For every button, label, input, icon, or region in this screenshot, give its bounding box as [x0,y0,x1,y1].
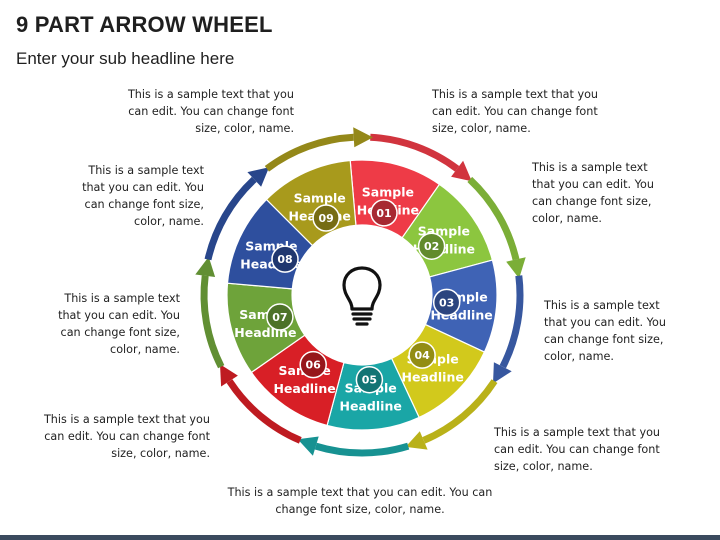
number-label-03: 03 [439,296,454,309]
number-label-09: 09 [318,212,333,225]
page-subtitle: Enter your sub headline here [16,49,235,68]
number-label-07: 07 [272,311,287,324]
number-label-05: 05 [362,374,377,387]
number-badge-06 [299,350,327,379]
center-circle [300,233,424,357]
note-04: This is a sample text that you can edit.… [494,426,661,473]
number-label-08: 08 [277,253,292,266]
arrowhead-09 [353,127,373,148]
arrowhead-03 [493,362,512,384]
note-01: This is a sample text that you can edit.… [432,88,599,135]
note-09: This is a sample text that you can edit.… [127,88,294,135]
lightbulb-icon [342,266,382,326]
arrow-arc-04 [422,379,498,444]
outer-arrow-arcs [195,127,526,457]
footer-bar [0,535,720,540]
arrowhead-04 [405,431,428,450]
arrowhead-02 [506,257,526,279]
number-label-02: 02 [424,240,439,253]
number-label-06: 06 [306,359,322,372]
number-label-01: 01 [376,207,391,220]
arrow-arc-05 [314,442,410,457]
note-06: This is a sample text that you can edit.… [43,413,210,460]
note-05: This is a sample text that you can edit.… [227,486,493,516]
arrowhead-05 [297,436,319,456]
note-08: This is a sample text that you can edit.… [82,164,204,228]
arrow-arc-03 [499,275,524,369]
arrowhead-08 [247,167,270,187]
arrow-arc-07 [200,275,225,369]
note-02: This is a sample text that you can edit.… [532,161,654,225]
note-07: This is a sample text that you can edit.… [58,292,180,356]
arrow-arc-01 [370,133,460,172]
arrowhead-06 [220,364,238,387]
number-label-04: 04 [414,349,430,362]
arrow-arc-09 [264,133,354,172]
number-badge-04 [408,341,436,369]
number-badge-01 [370,199,398,227]
page-title: 9 PART ARROW WHEEL [16,12,273,37]
arrow-arc-06 [226,379,302,444]
number-badge-05 [355,365,384,394]
arrowhead-07 [195,256,216,277]
arrowhead-01 [451,160,472,182]
number-badges: 01 02 03 04 05 06 07 08 09 [266,199,461,394]
number-badge-03 [432,288,461,317]
arrow-arc-08 [204,176,257,261]
number-badge-09 [312,204,340,232]
note-03: This is a sample text that you can edit.… [544,299,666,363]
number-badge-02 [417,232,446,260]
number-badge-07 [266,303,294,331]
number-badge-08 [271,245,299,273]
arrow-arc-02 [467,176,520,261]
